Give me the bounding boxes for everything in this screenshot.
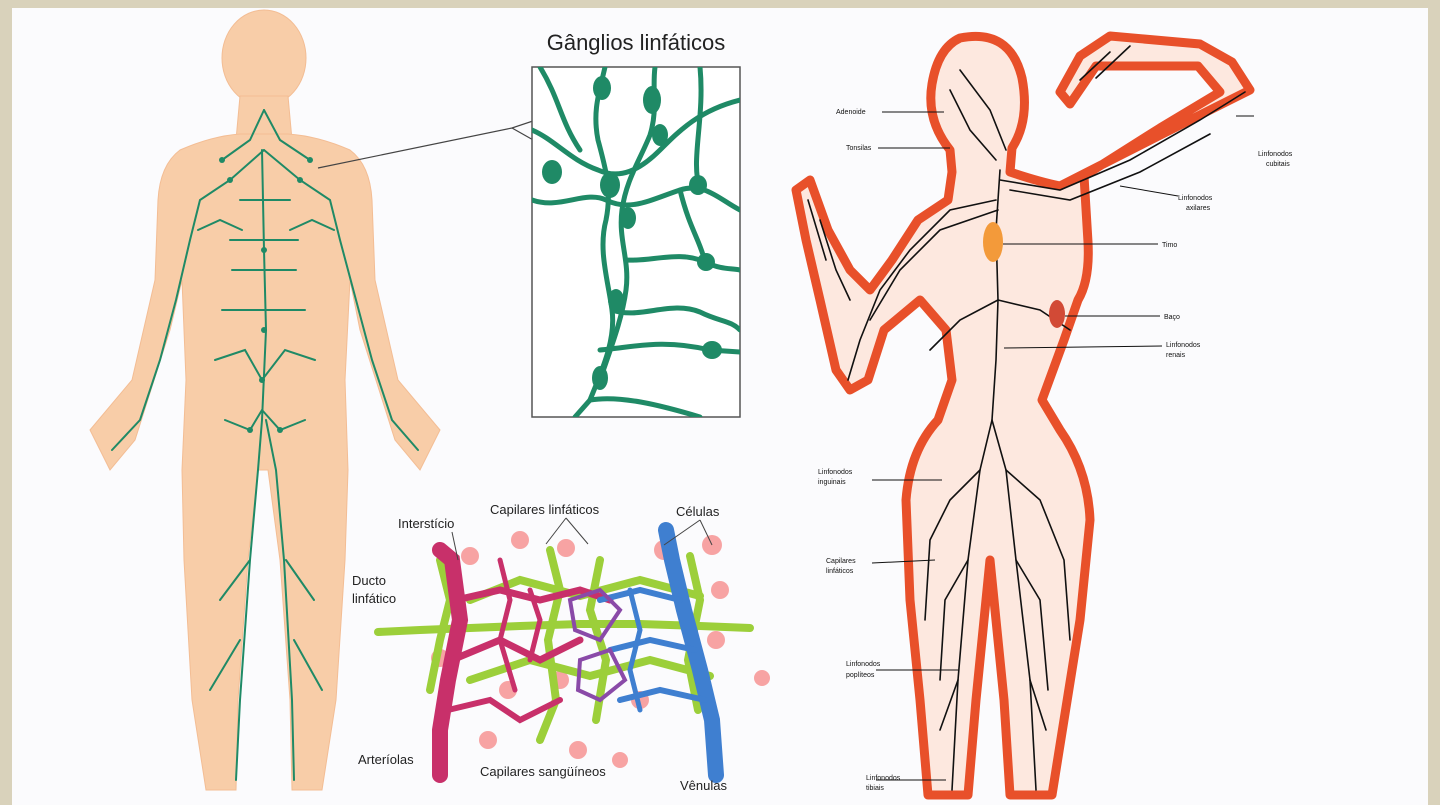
label-tonsilas: Tonsilas: [846, 145, 872, 152]
female-body-figure: Adenoide Tonsilas Linfonodos cubitais Li…: [796, 36, 1293, 795]
label-intersticio: Interstício: [398, 516, 454, 531]
label-inguinais-1: Linfonodos: [818, 469, 853, 476]
venules: [600, 530, 716, 775]
label-popliteos-1: Linfonodos: [846, 661, 881, 668]
label-axilares-1: Linfonodos: [1178, 195, 1213, 202]
label-axilares-2: axilares: [1186, 205, 1211, 212]
left-body-figure: [90, 10, 604, 790]
label-capilares-sanguineos: Capilares sangüíneos: [480, 764, 606, 779]
label-renais-1: Linfonodos: [1166, 342, 1201, 349]
spleen: [1049, 300, 1065, 328]
label-timo: Timo: [1162, 242, 1177, 249]
label-capilares-2: linfáticos: [826, 568, 854, 575]
label-adenoide: Adenoide: [836, 109, 866, 116]
label-baco: Baço: [1164, 314, 1180, 321]
lymph-node-inset: Gânglios linfáticos: [532, 30, 740, 417]
label-cubitais-2: cubitais: [1266, 161, 1290, 168]
microcirculation-illustration: Interstício Capilares linfáticos Células…: [352, 502, 770, 793]
label-cubitais-1: Linfonodos: [1258, 151, 1293, 158]
thymus: [983, 222, 1003, 262]
label-tibiais-1: Linfonodos: [866, 775, 901, 782]
label-linfatico: linfático: [352, 591, 396, 606]
label-inguinais-2: inguinais: [818, 479, 846, 486]
label-ducto: Ducto: [352, 573, 386, 588]
label-celulas: Células: [676, 504, 720, 519]
label-tibiais-2: tibiais: [866, 785, 884, 792]
label-arteriolas: Arteríolas: [358, 752, 414, 767]
label-renais-2: renais: [1166, 352, 1186, 359]
label-popliteos-2: poplíteos: [846, 672, 875, 679]
label-venulas: Vênulas: [680, 778, 727, 793]
label-capilares-linfaticos: Capilares linfáticos: [490, 502, 600, 517]
label-capilares-1: Capilares: [826, 558, 856, 565]
inset-title: Gânglios linfáticos: [547, 30, 726, 55]
